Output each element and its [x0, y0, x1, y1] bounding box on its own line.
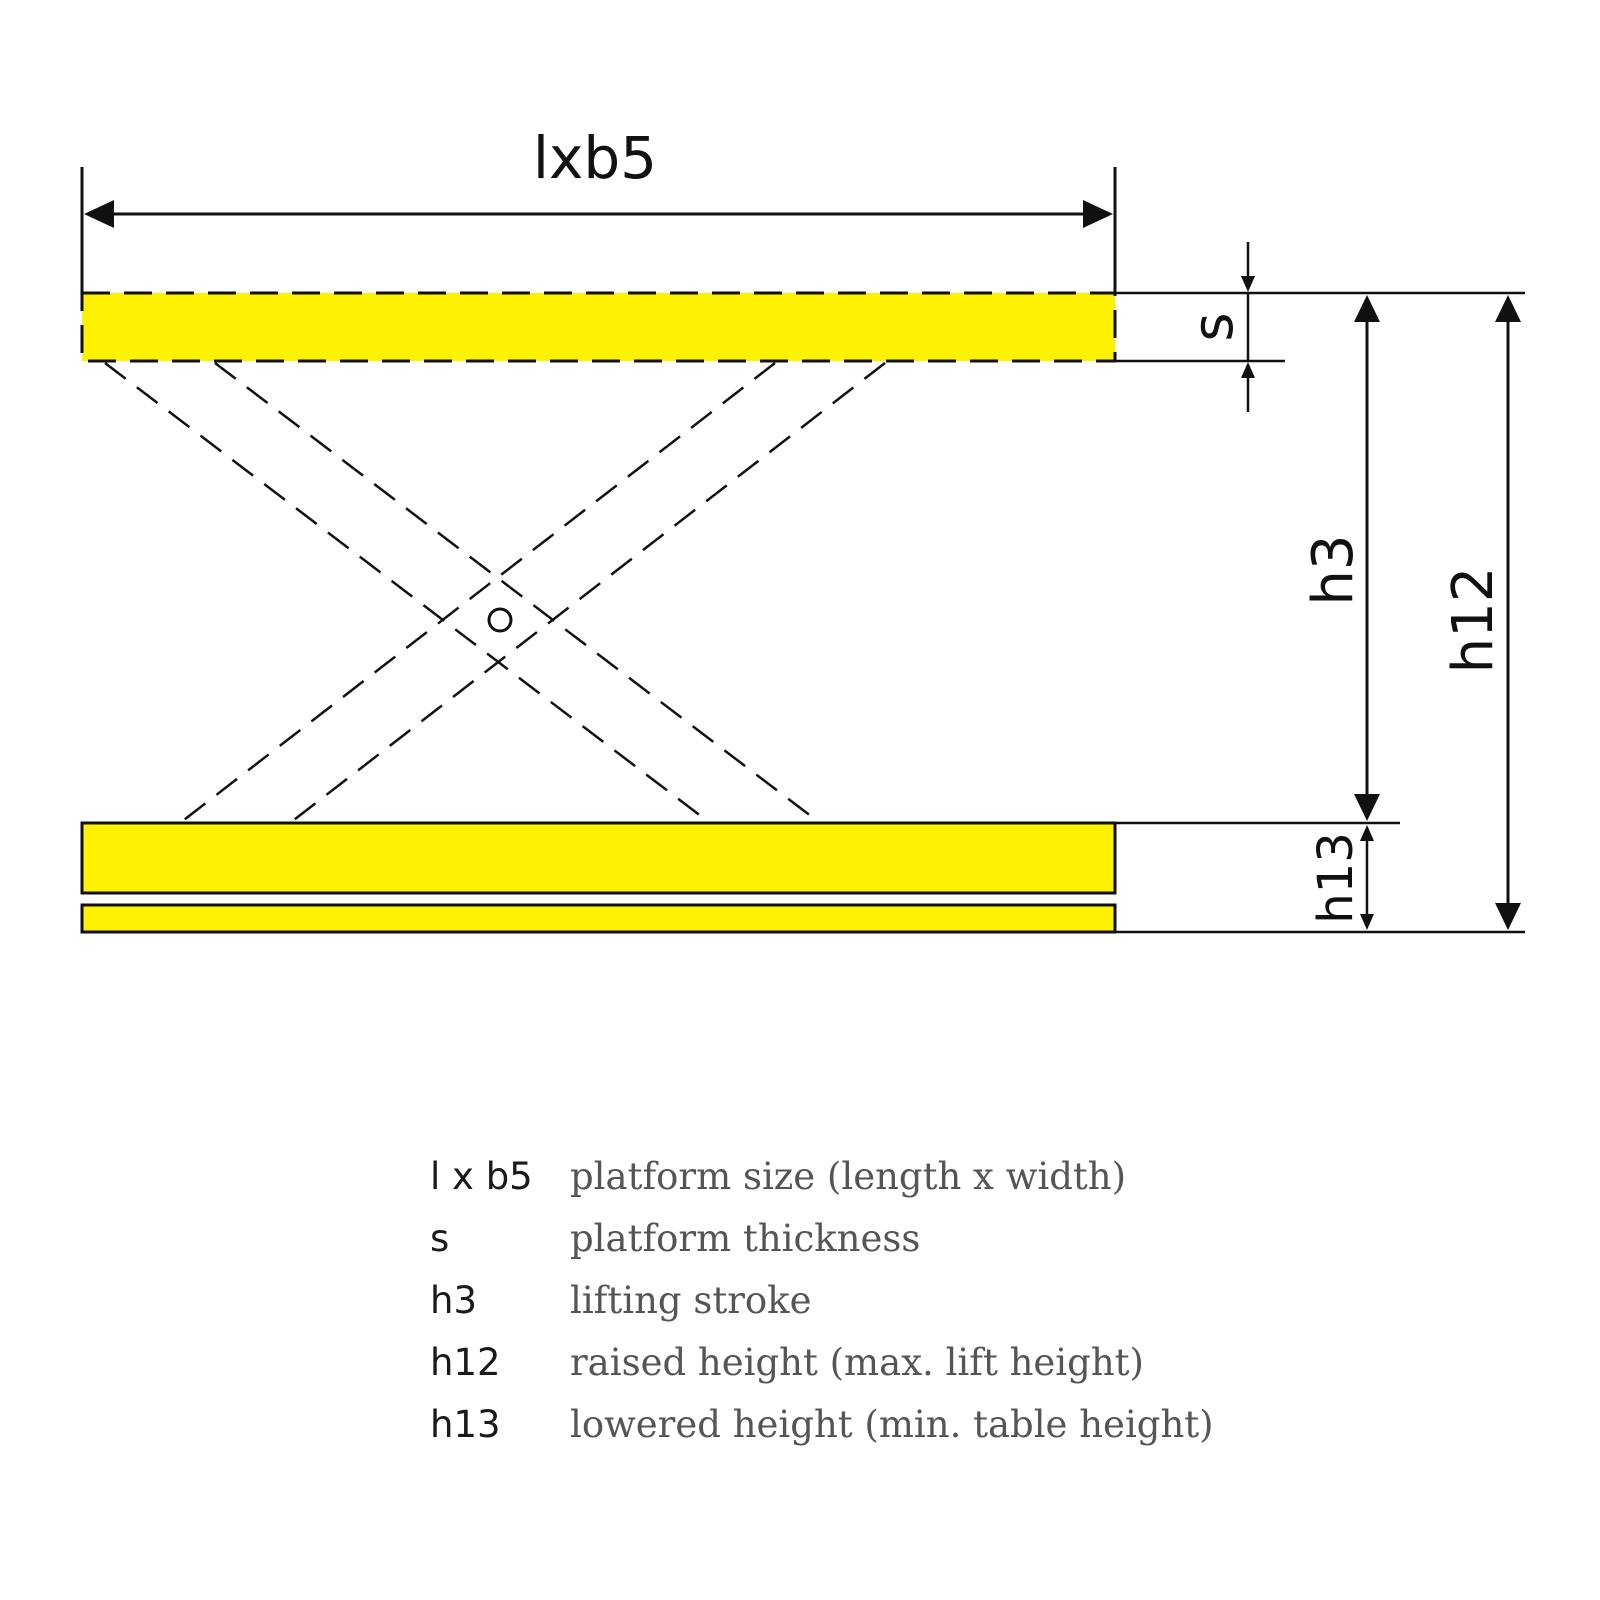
stroke-arrow-up-icon: [1354, 295, 1380, 322]
legend: l x b5 platform size (length x width) s …: [430, 1155, 1330, 1465]
legend-description: platform size (length x width): [570, 1155, 1127, 1198]
base-frame: [80, 903, 1117, 934]
thickness-arrow-down-icon: [1241, 276, 1255, 292]
legend-description: raised height (max. lift height): [570, 1341, 1144, 1384]
width-arrow-left-icon: [84, 200, 114, 228]
lowered-arrow-down-icon: [1360, 914, 1374, 930]
legend-item: h13 lowered height (min. table height): [430, 1403, 1330, 1465]
scissor-arm-a-inner: [214, 362, 821, 824]
width-arrow-right-icon: [1083, 200, 1113, 228]
legend-description: platform thickness: [570, 1217, 921, 1260]
lowered-dim-label: h13: [1308, 832, 1364, 924]
legend-symbol: s: [430, 1217, 450, 1260]
thickness-arrow-up-icon: [1241, 362, 1255, 378]
lowered-platform: [80, 821, 1117, 895]
legend-description: lowered height (min. table height): [570, 1403, 1214, 1446]
raised-arrow-up-icon: [1495, 295, 1521, 322]
legend-item: l x b5 platform size (length x width): [430, 1155, 1330, 1217]
raised-platform: [80, 291, 1117, 363]
legend-item: s platform thickness: [430, 1217, 1330, 1279]
width-dimension: [80, 167, 1117, 293]
scissor-arm-b-inner: [289, 362, 886, 824]
thickness-dim-label: s: [1181, 312, 1246, 341]
legend-item: h12 raised height (max. lift height): [430, 1341, 1330, 1403]
legend-symbol: h12: [430, 1341, 501, 1384]
legend-item: h3 lifting stroke: [430, 1279, 1330, 1341]
pivot-icon: [487, 607, 513, 633]
legend-description: lifting stroke: [570, 1279, 812, 1322]
legend-symbol: h13: [430, 1403, 501, 1446]
legend-symbol: l x b5: [430, 1155, 533, 1198]
raised-arrow-down-icon: [1495, 903, 1521, 930]
stroke-arrow-down-icon: [1354, 794, 1380, 821]
extension-lines: [1115, 291, 1525, 934]
width-dim-label: lxb5: [533, 124, 657, 192]
scissor-arm-b-outer: [179, 362, 776, 824]
legend-symbol: h3: [430, 1279, 477, 1322]
raised-dim-label: h12: [1441, 567, 1506, 674]
scissor-arms: [104, 362, 886, 824]
lowered-arrow-up-icon: [1360, 825, 1374, 841]
stroke-dim-label: h3: [1301, 534, 1366, 605]
scissor-arm-a-outer: [104, 362, 711, 824]
scissor-lift-diagram: lxb5 s h3 h12 h13: [80, 124, 1525, 934]
